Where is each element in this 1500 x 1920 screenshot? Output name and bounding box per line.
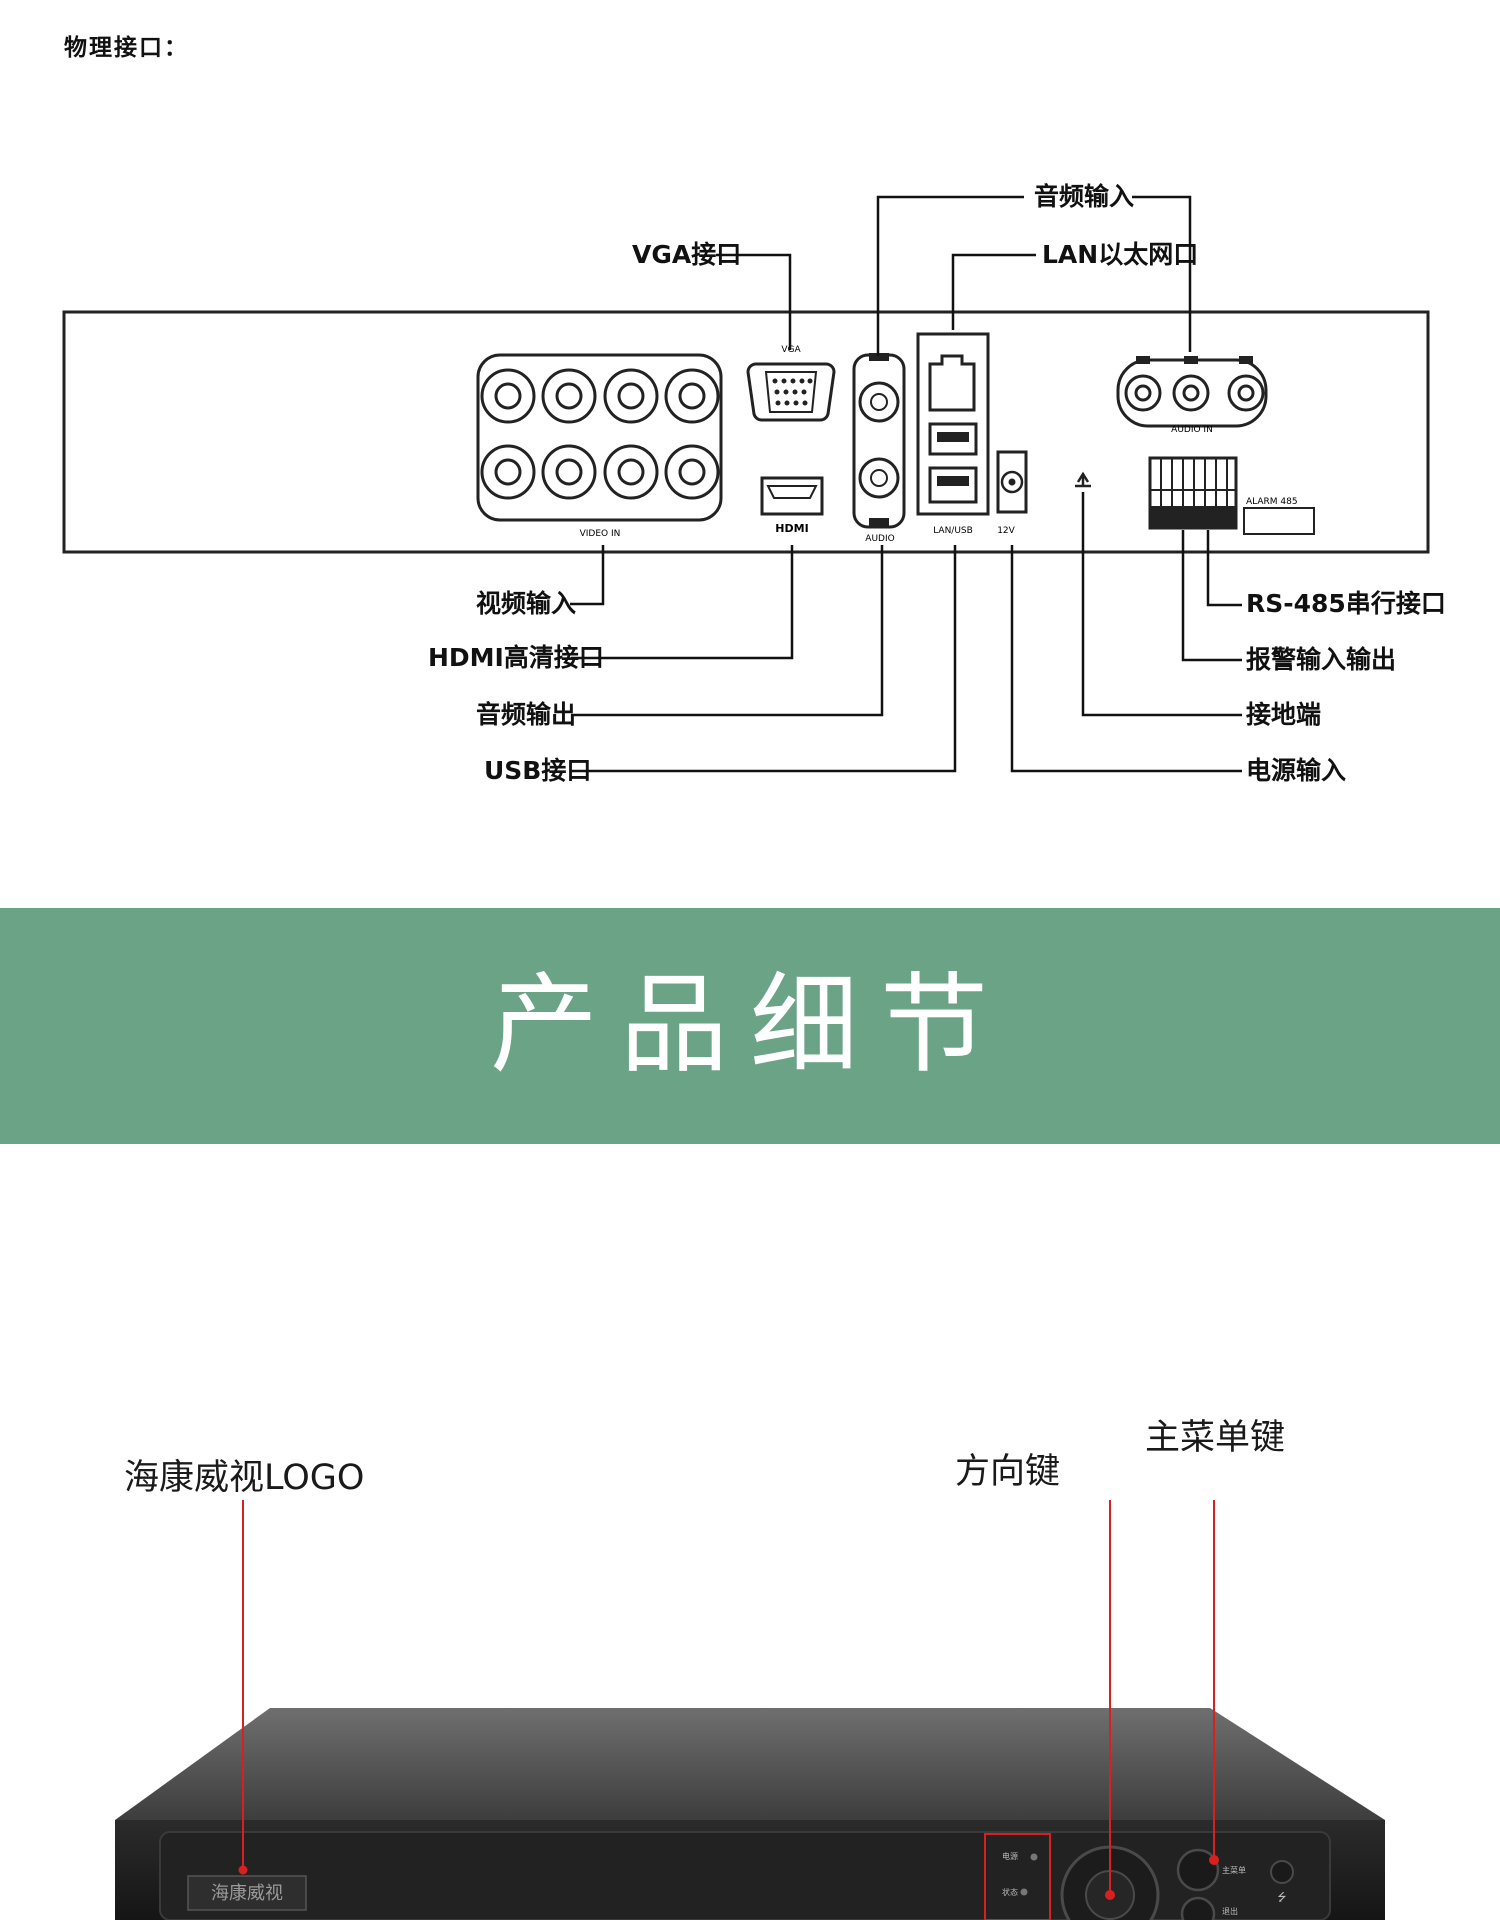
callout-video-in: 视频输入 [476, 589, 577, 618]
hdmi-port: HDMI [760, 476, 824, 535]
callout-lan: LAN以太网口 [1042, 240, 1199, 269]
bottom-leader-lines [570, 492, 1242, 773]
callout-direction-key: 方向键 [955, 1452, 1061, 1492]
callout-ground: 接地端 [1246, 700, 1322, 729]
vga-port: VGA [746, 345, 836, 422]
ground-symbol [1075, 471, 1091, 488]
logo-marker-dot [238, 1865, 248, 1875]
callout-audio-in: 音频输入 [1034, 182, 1135, 211]
alarm-terminal-block: ALARM 485 [1148, 456, 1315, 535]
ir-receiver [1270, 1860, 1294, 1884]
banner-title: 产品细节 [489, 963, 1010, 1088]
svg-text:LAN/USB: LAN/USB [933, 526, 973, 536]
callout-hdmi: HDMI高清接口 [428, 643, 604, 672]
exit-button-label: 退出 [1222, 1906, 1238, 1916]
video-in-port-label: VIDEO IN [580, 529, 621, 539]
svg-text:12V: 12V [997, 526, 1015, 536]
svg-text:VGA: VGA [781, 345, 801, 355]
lan-usb-block: LAN/USB [916, 332, 990, 536]
device-logo-text: 海康威视 [211, 1883, 283, 1904]
svg-text:ALARM 485: ALARM 485 [1246, 497, 1298, 507]
front-panel-illustration: 海康威视 电源 状态 主菜单 退出 ⭍ [115, 1500, 1385, 1920]
svg-text:AUDIO IN: AUDIO IN [1171, 425, 1213, 435]
usb-icon: ⭍ [1277, 1891, 1286, 1904]
power-jack: 12V [996, 450, 1028, 536]
section-heading: 物理接口： [64, 35, 189, 61]
menu-button-label: 主菜单 [1222, 1865, 1246, 1875]
led-label-power: 电源 [1002, 1851, 1018, 1861]
callout-main-menu-key: 主菜单键 [1145, 1418, 1286, 1458]
logo-plate [187, 1875, 307, 1911]
video-in-bnc-block [476, 353, 723, 522]
audio-in-block: AUDIO IN [1116, 356, 1268, 435]
callout-logo: 海康威视LOGO [124, 1458, 365, 1498]
front-bezel [159, 1831, 1331, 1920]
main-menu-button [1176, 1848, 1220, 1892]
audio-rca-pair: AUDIO [852, 353, 906, 544]
rear-panel-diagram: VIDEO IN VGA HDMI AUDIO LAN/USB [62, 195, 1430, 773]
svg-text:HDMI: HDMI [775, 522, 808, 535]
top-leader-lines [716, 195, 1192, 356]
callout-alarm: 报警输入输出 [1246, 645, 1397, 674]
callout-audio-out: 音频输出 [476, 700, 577, 729]
callout-rs485: RS-485串行接口 [1246, 589, 1446, 618]
chassis-outline [62, 310, 1430, 554]
menu-marker-dot [1209, 1855, 1219, 1865]
direction-marker-dot [1105, 1890, 1115, 1900]
callout-power: 电源输入 [1246, 756, 1347, 785]
callout-vga: VGA接口 [632, 240, 742, 269]
device-top [115, 1708, 1385, 1820]
led-indicator-box [984, 1833, 1051, 1920]
callout-usb: USB接口 [484, 756, 592, 785]
exit-button [1180, 1896, 1216, 1920]
svg-text:AUDIO: AUDIO [865, 534, 894, 544]
red-leader-lines [242, 1500, 1215, 1895]
led-label-status: 状态 [1002, 1887, 1018, 1897]
product-detail-banner: 产品细节 [0, 908, 1500, 1144]
